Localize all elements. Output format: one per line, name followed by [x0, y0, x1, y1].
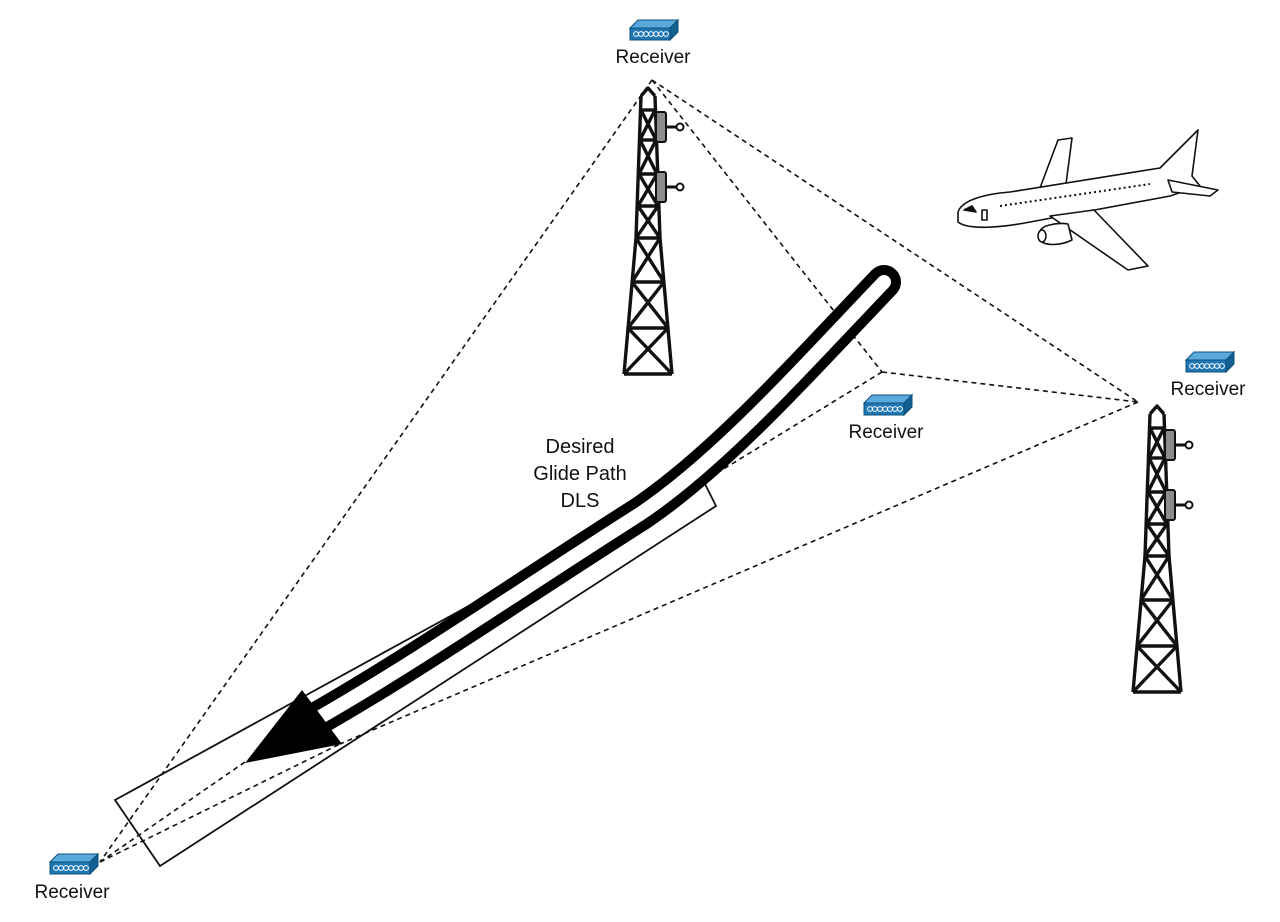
receiver-icon [863, 394, 913, 416]
receiver-top: Receiver [616, 19, 692, 68]
glide-path-label-line1: Desired [546, 436, 615, 458]
airplane-icon [957, 129, 1219, 271]
signal-line-top-to-right [651, 79, 1139, 403]
glide-path-label-line3: DLS [561, 490, 600, 512]
receiver-icon [49, 853, 99, 875]
receiver-icon [629, 19, 679, 41]
signal-line-bottom-left-to-runway-b [99, 743, 341, 863]
receiver-label: Receiver [35, 882, 111, 903]
signal-line-right-to-runway [339, 401, 1139, 745]
receiver-bottom-left: Receiver [35, 853, 111, 903]
glide-path-label-line2: Glide Path [533, 463, 626, 485]
receiver-label: Receiver [849, 422, 925, 443]
glide-path-label: Desired Glide Path DLS [533, 436, 626, 512]
tower-icon [622, 86, 686, 376]
receiver-mid: Receiver [849, 394, 925, 443]
receiver-label: Receiver [616, 47, 692, 68]
signal-line-mid-to-right [881, 371, 1139, 403]
tower-icon [1131, 404, 1195, 694]
receiver-right: Receiver [1171, 351, 1247, 400]
receiver-label: Receiver [1171, 379, 1247, 400]
receiver-icon [1185, 351, 1235, 373]
glide-path-arrow [245, 265, 901, 763]
signal-line-bottom-left-to-runway-a [99, 761, 246, 863]
signal-line-top-to-bottom-left [99, 79, 653, 863]
arrow-icon [245, 690, 342, 763]
